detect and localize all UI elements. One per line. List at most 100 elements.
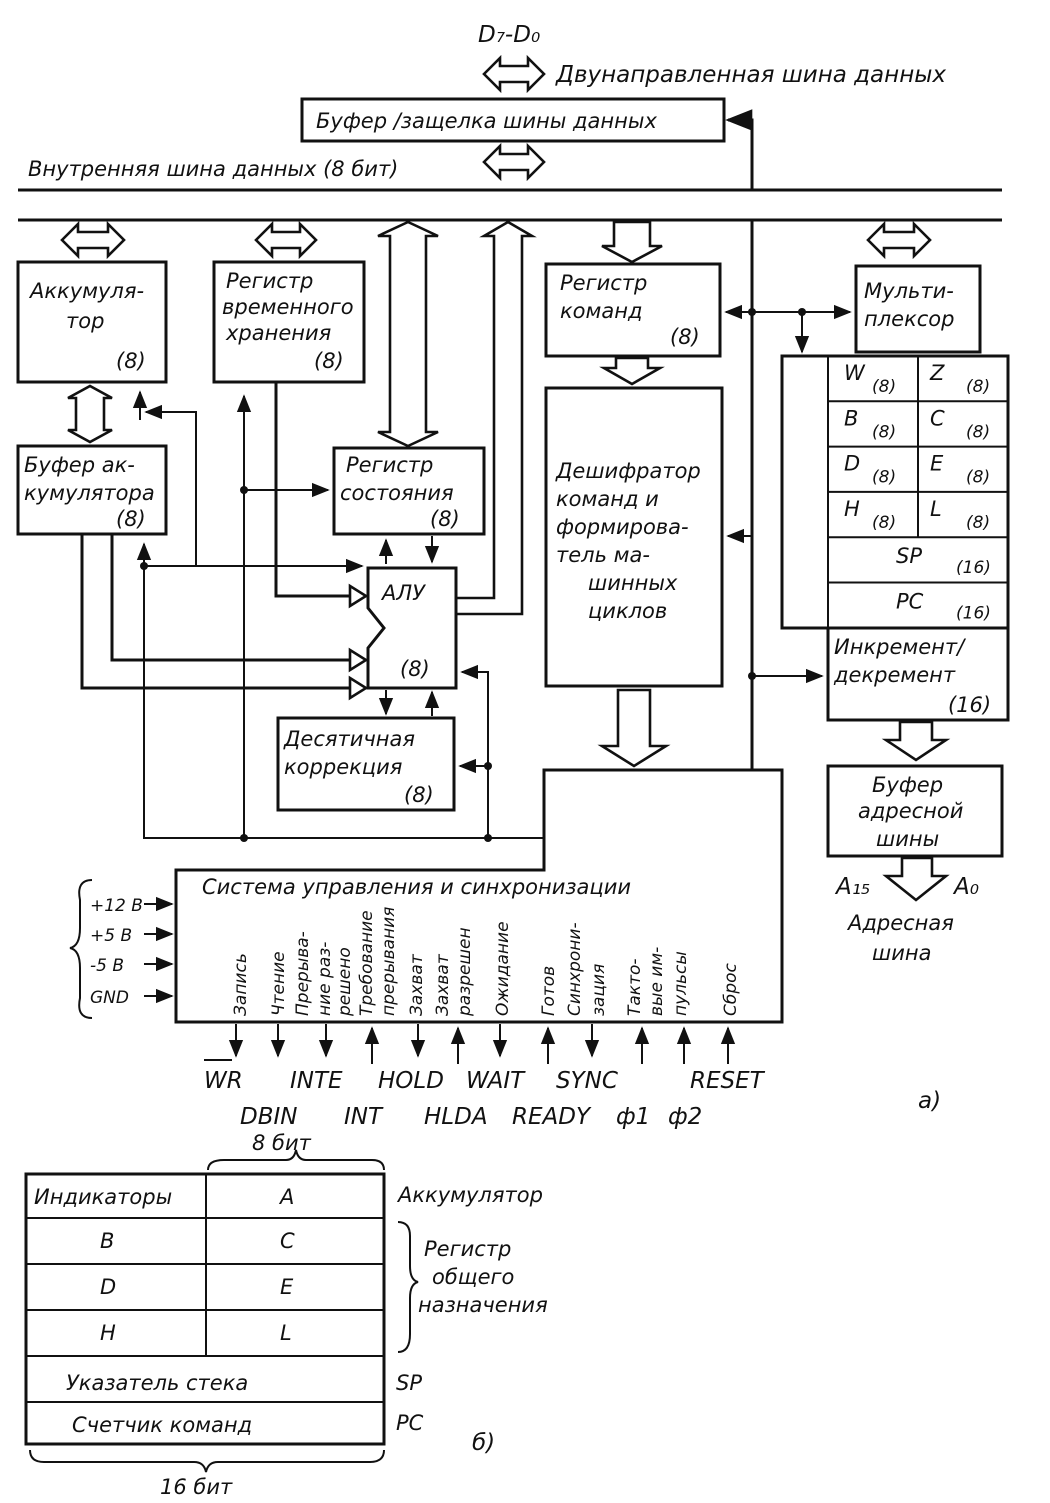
acc-to-alu-wire <box>80 534 350 690</box>
register-name: Z <box>929 361 945 385</box>
decoder-box <box>544 386 724 688</box>
decoder-line5: шинных <box>588 571 678 595</box>
inc-dec-line1: Инкремент/ <box>834 635 966 659</box>
data-bus-buffer-label: Буфер /защелка шины данных <box>316 109 657 133</box>
pm-cell-right: C <box>280 1229 295 1253</box>
register-name: SP <box>896 544 922 568</box>
register-size: (8) <box>872 422 896 442</box>
signal-pin-label: DBIN <box>240 1104 297 1130</box>
pm-cell-right: E <box>280 1275 294 1299</box>
address-buffer-line1: Буфер <box>872 773 943 797</box>
multiplexer-box <box>854 264 982 354</box>
part-b-label: б) <box>472 1430 495 1456</box>
temp-register-box <box>212 260 366 384</box>
decoder-to-control-arrow <box>597 688 671 768</box>
register-size: (8) <box>966 422 990 442</box>
register-name: D <box>844 452 860 476</box>
temp-register-size: (8) <box>314 349 344 373</box>
junction-dot <box>798 308 806 316</box>
power-label: GND <box>90 988 129 1008</box>
control-signal-label: Сброс <box>721 962 741 1016</box>
register-name: L <box>930 497 942 521</box>
control-signal-label: разрешен <box>455 927 475 1017</box>
signal-pin-label: ф2 <box>668 1104 702 1130</box>
register-name: C <box>930 406 945 430</box>
status-register-size: (8) <box>430 507 460 531</box>
control-signal-label: Захват <box>433 953 453 1016</box>
control-signal-label: Требование <box>357 910 377 1016</box>
pm-cell-right: A <box>278 1185 294 1209</box>
part-a-label: а) <box>918 1088 941 1114</box>
acc-to-alu-head <box>348 675 369 701</box>
control-signal-label: Такто- <box>625 958 645 1016</box>
top-bus-name: Двунаправленная шина данных <box>555 62 946 88</box>
junction-dot <box>748 672 756 680</box>
control-signal-label: Запись <box>231 953 251 1016</box>
control-signal-label: решено <box>335 947 355 1017</box>
control-signal-label: Чтение <box>269 951 289 1016</box>
address-bus-high: A₁₅ <box>834 874 870 900</box>
signal-pin-label: SYNC <box>556 1068 618 1094</box>
bits16-brace <box>29 1449 385 1473</box>
register-size: (16) <box>956 558 991 578</box>
control-to-alu-right-arrow <box>460 664 489 838</box>
ir-to-decoder-arrow <box>599 356 665 386</box>
temp-register-line3: хранения <box>225 321 331 345</box>
signal-pin-label: WR <box>204 1068 243 1094</box>
instruction-register-line2: команд <box>560 299 643 323</box>
acc-to-buffer-arrow <box>67 384 113 444</box>
instruction-register-size: (8) <box>670 325 700 349</box>
pm-cell-left: H <box>100 1321 116 1345</box>
buffer-internal-bus-arrow <box>482 142 546 182</box>
register-name: E <box>930 452 944 476</box>
junction-dot <box>240 486 248 494</box>
side-gp-line3: назначения <box>418 1293 548 1317</box>
power-label: +12 В <box>90 896 143 916</box>
bits8-label: 8 бит <box>252 1131 312 1155</box>
side-pc-label: PC <box>396 1411 424 1435</box>
accbuf-to-alu-head <box>348 647 369 673</box>
decoder-line6: циклов <box>588 599 667 623</box>
status-register-box <box>332 446 486 536</box>
control-to-acc-arrow <box>144 404 197 567</box>
control-signal-label: прерывания <box>379 907 399 1016</box>
inc-dec-box <box>826 626 1010 722</box>
address-buffer-line2: адресной <box>858 799 963 823</box>
acc-buffer-box <box>16 444 168 536</box>
pm-pc-row: Счетчик команд <box>72 1413 252 1437</box>
control-label: Система управления и синхронизации <box>202 875 631 899</box>
register-size: (8) <box>966 513 990 533</box>
instruction-register-line1: Регистр <box>560 271 647 295</box>
status-bus-arrow <box>377 220 439 448</box>
register-size: (8) <box>966 377 990 397</box>
acc-buffer-line2: кумулятора <box>24 481 155 505</box>
control-signal-label: пульсы <box>671 951 691 1016</box>
side-gp-line2: общего <box>432 1265 514 1289</box>
register-name: B <box>844 406 858 430</box>
signal-pin-label: RESET <box>690 1068 766 1094</box>
decoder-line1: Дешифратор <box>555 459 701 483</box>
control-signal-label: зация <box>589 964 609 1016</box>
signal-pin-label: ф1 <box>616 1104 650 1130</box>
address-buffer-box <box>826 764 1004 858</box>
register-size: (16) <box>956 604 991 624</box>
signal-pin-label: INT <box>344 1104 384 1130</box>
temp-to-alu-head <box>348 583 369 609</box>
control-signal-label: Синхрони- <box>565 922 585 1016</box>
address-bus-label2: шина <box>872 941 931 965</box>
junction-dot <box>240 834 248 842</box>
buffer-control-line <box>725 109 754 190</box>
inc-dec-size: (16) <box>948 693 991 717</box>
top-bus-arrow <box>482 54 546 94</box>
incdec-to-addrbuf-arrow <box>881 720 951 762</box>
signal-pin-label: READY <box>512 1104 592 1130</box>
power-label: -5 В <box>90 956 124 976</box>
control-signal-label: Прерыва- <box>293 931 313 1016</box>
address-bus-low: A₀ <box>952 874 979 900</box>
ir-bus-arrow <box>601 220 663 264</box>
instruction-register-box <box>544 262 722 358</box>
register-size: (8) <box>872 468 896 488</box>
accumulator-line1: Аккумуля- <box>28 279 144 303</box>
